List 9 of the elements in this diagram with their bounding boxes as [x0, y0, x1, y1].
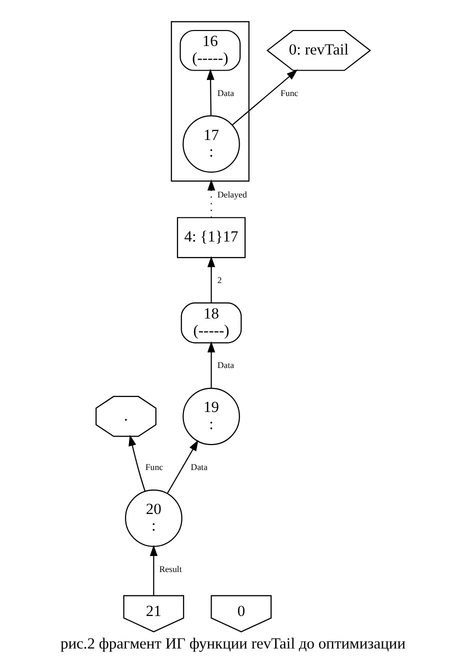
edge-label: Func [145, 462, 164, 472]
edge-label: Func [280, 88, 298, 98]
edge-label: Data [217, 360, 234, 370]
edge-label: Result [159, 564, 182, 574]
caption: рис.2 фрагмент ИГ функции revTail до оптимизации [60, 636, 406, 653]
edge-label: Delayed [217, 190, 247, 200]
edge-label: Data [190, 462, 208, 472]
edge-label: 2 [217, 274, 222, 285]
edge-label: Data [217, 88, 234, 98]
